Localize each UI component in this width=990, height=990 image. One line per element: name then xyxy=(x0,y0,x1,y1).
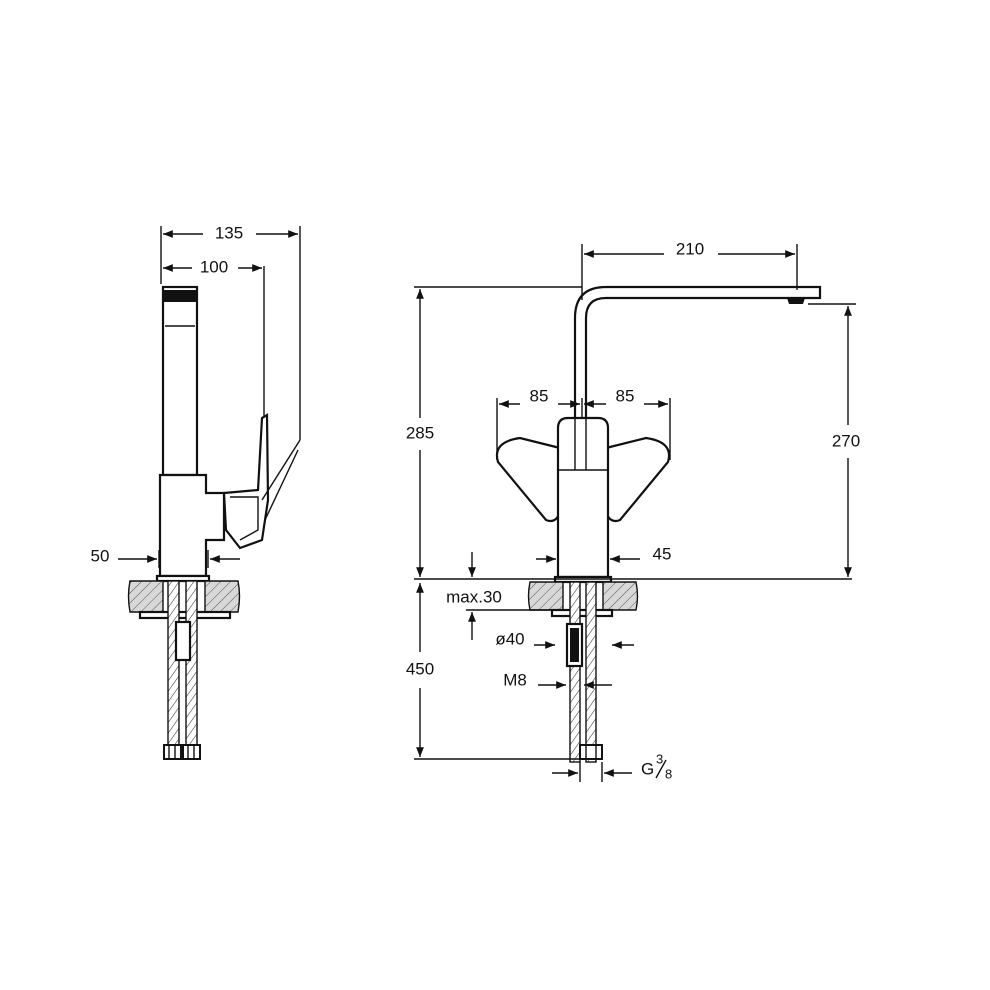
dim-side-width-135: 135 xyxy=(215,223,243,242)
side-body xyxy=(158,473,226,578)
dim-spout-height-270: 270 xyxy=(832,431,860,450)
dim-handle-right-85: 85 xyxy=(616,386,635,405)
dimension-m8: M8 xyxy=(503,670,612,689)
dim-stud-m8: M8 xyxy=(503,670,527,689)
dim-body-45: 45 xyxy=(653,544,672,563)
dim-connection-denominator: 8 xyxy=(665,766,672,781)
dim-connection-numerator: 3 xyxy=(656,751,663,766)
side-spout xyxy=(161,285,199,477)
side-hoses xyxy=(163,580,201,760)
front-handles xyxy=(495,436,671,523)
dim-handle-left-85: 85 xyxy=(530,386,549,405)
front-view: 210 285 270 xyxy=(406,239,860,782)
dimension-85-85: 85 85 xyxy=(496,386,671,460)
dimension-100: 100 xyxy=(163,257,265,416)
side-lever xyxy=(222,413,301,550)
dimension-270: 270 xyxy=(808,303,860,577)
side-base-flange xyxy=(155,574,211,583)
dim-side-spout-100: 100 xyxy=(200,257,228,276)
front-countertop xyxy=(527,581,639,618)
dim-connection-g: G xyxy=(641,759,654,778)
dimension-210: 210 xyxy=(581,239,798,300)
dim-hose-450: 450 xyxy=(406,659,434,678)
dimension-max30: max.30 xyxy=(446,552,552,640)
dimension-dia40: ø40 xyxy=(495,629,634,649)
dimension-135: 135 xyxy=(160,223,301,440)
side-countertop xyxy=(127,580,241,620)
dim-deck-max30: max.30 xyxy=(446,587,502,606)
front-body xyxy=(556,416,610,579)
dimension-450: 450 xyxy=(406,583,584,760)
dimension-g38: G 3 8 xyxy=(552,751,672,782)
dim-height-285: 285 xyxy=(406,423,434,442)
dimension-285: 285 xyxy=(406,286,582,577)
dim-spout-reach-210: 210 xyxy=(676,239,704,258)
side-view: 135 100 50 xyxy=(91,223,301,760)
dim-side-base-50: 50 xyxy=(91,546,110,565)
dimension-45: 45 xyxy=(536,544,671,563)
dimension-50: 50 xyxy=(91,546,240,568)
front-stud-hoses xyxy=(565,581,603,763)
dim-hole-dia40: ø40 xyxy=(495,629,524,648)
front-spout xyxy=(573,285,822,418)
